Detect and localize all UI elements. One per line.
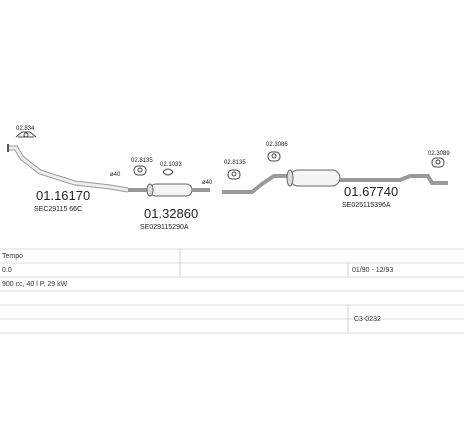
diameter-label-1: ø40 [110,172,121,178]
hanger-icon-3 [227,169,241,180]
part-code-rear-silencer: SE025115396A [342,202,391,209]
fitting-label-6: 02.3089 [428,151,450,157]
fitting-label-2: 02.8135 [131,158,153,164]
middle-silencer [149,183,193,197]
part-code-middle-silencer: SE029115290A [140,224,189,231]
hanger-icon-2 [162,168,174,176]
clamp-icon-1 [15,131,37,138]
connecting-pipe [222,174,290,194]
part-number-rear-silencer: 01.67740 [344,184,398,199]
part-number-middle-silencer: 01.32860 [144,206,198,221]
tail-pipe [340,174,448,185]
part-number-front-pipe: 01.16170 [36,188,90,203]
hanger-icon-1 [133,165,147,176]
hanger-icon-5 [431,157,445,168]
variant: 0.0 [2,267,12,274]
fitting-label-5: 02.3086 [266,142,288,148]
years: 01/90 - 12/93 [352,267,394,274]
rear-silencer [289,169,341,187]
fitting-label-3: 02.1033 [160,162,182,168]
engine: 900 cc, 40 l P, 29 kW [2,281,68,288]
fitting-label-1: 02.834 [16,126,35,132]
fitting-label-4: 02.8135 [224,160,246,166]
part-code-front-pipe: SEC29115 66C [34,206,82,213]
reference-code: C3-0232 [354,316,381,323]
front-pipe [8,145,129,193]
diameter-label-2: ø40 [202,180,213,186]
model-name: Tempo [2,253,24,260]
hanger-icon-4 [267,151,281,162]
